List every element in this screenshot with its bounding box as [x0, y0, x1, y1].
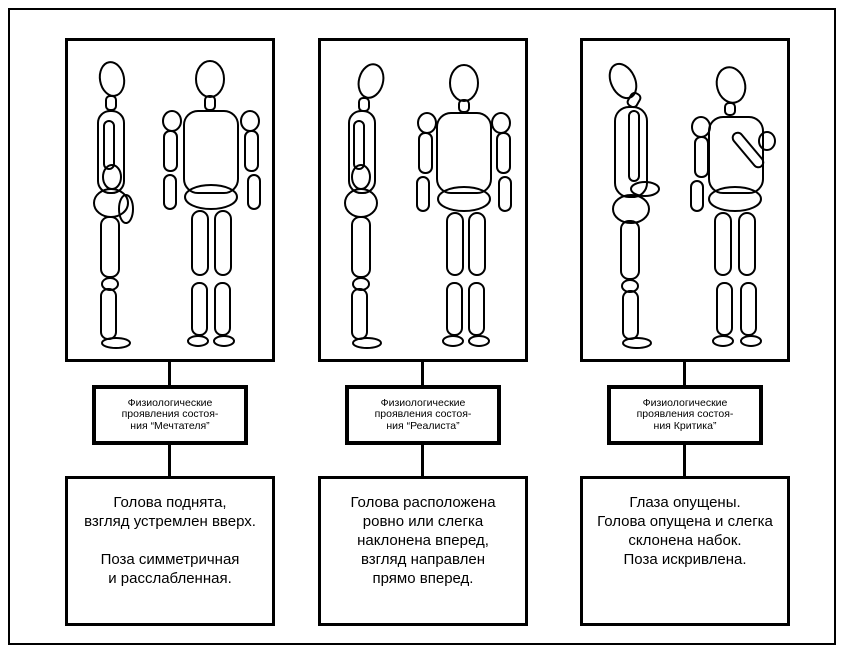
figure-box-realist — [318, 38, 528, 362]
description-line: Поза искривлена. — [591, 550, 779, 569]
description-line: Голова опущена и слегка — [591, 512, 779, 531]
mannequin-figures-realist — [321, 41, 525, 359]
column-realist: Физиологические проявления состоя- ния “… — [318, 38, 528, 628]
description-line: Поза симметричная — [76, 550, 264, 569]
state-label-text: Физиологические проявления состоя- ния “… — [122, 398, 219, 433]
figure-box-dreamer — [65, 38, 275, 362]
description-line: Голова поднята, — [76, 493, 264, 512]
connector-bottom — [683, 445, 686, 476]
state-label-text: Физиологические проявления состоя- ния К… — [637, 398, 734, 433]
description-box: Голова расположена ровно или слегка накл… — [318, 476, 528, 626]
state-label-box: Физиологические проявления состоя- ния “… — [92, 385, 248, 445]
description-line: наклонена вперед, — [329, 531, 517, 550]
connector-bottom — [168, 445, 171, 476]
state-label-box: Физиологические проявления состоя- ния “… — [345, 385, 501, 445]
connector-top — [168, 362, 171, 385]
description-spacer — [76, 531, 264, 550]
description-line: прямо вперед. — [329, 569, 517, 588]
mannequin-figures-dreamer — [68, 41, 272, 359]
column-critic: Физиологические проявления состоя- ния К… — [580, 38, 790, 628]
column-dreamer: Физиологические проявления состоя- ния “… — [65, 38, 275, 628]
description-line: Глаза опущены. — [591, 493, 779, 512]
description-line: взгляд устремлен вверх. — [76, 512, 264, 531]
description-line: ровно или слегка — [329, 512, 517, 531]
mannequin-figures-critic — [583, 41, 787, 359]
description-line: склонена набок. — [591, 531, 779, 550]
connector-top — [421, 362, 424, 385]
state-label-box: Физиологические проявления состоя- ния К… — [607, 385, 763, 445]
description-line: взгляд направлен — [329, 550, 517, 569]
connector-top — [683, 362, 686, 385]
description-box: Голова поднята, взгляд устремлен вверх. … — [65, 476, 275, 626]
description-line: и расслабленная. — [76, 569, 264, 588]
figure-box-critic — [580, 38, 790, 362]
description-box: Глаза опущены. Голова опущена и слегка с… — [580, 476, 790, 626]
state-label-text: Физиологические проявления состоя- ния “… — [375, 398, 472, 433]
description-line: Голова расположена — [329, 493, 517, 512]
connector-bottom — [421, 445, 424, 476]
